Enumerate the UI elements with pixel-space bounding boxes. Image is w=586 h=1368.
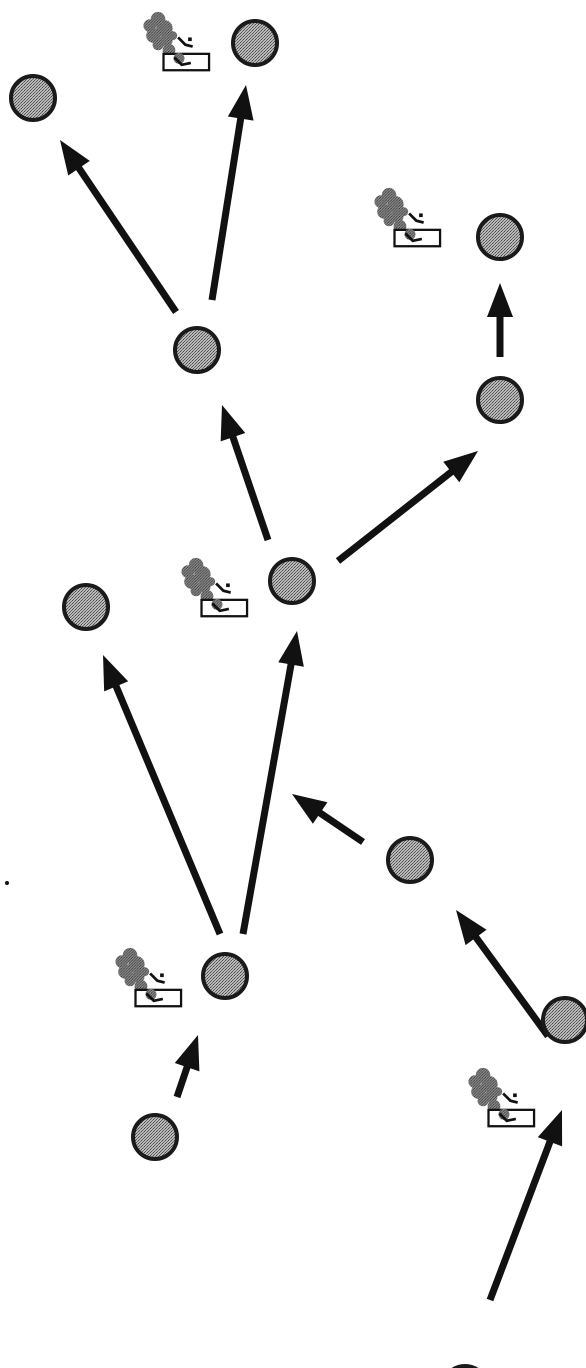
node-n11	[131, 1113, 179, 1161]
arrow-head	[227, 85, 254, 121]
arrow-shaft	[173, 1064, 192, 1099]
arrow-n5-to-n3	[487, 283, 513, 357]
arrow-shaft	[316, 809, 365, 845]
node-n7	[268, 557, 316, 605]
arrow-n9-to-n8	[456, 910, 551, 1039]
robot-at-computer-icon	[113, 946, 183, 1008]
arrow-n7-to-n4	[220, 405, 272, 542]
node-n5	[476, 376, 524, 424]
arrow-shaft	[229, 434, 272, 542]
arrow-head	[537, 1110, 563, 1147]
arrow-head	[487, 283, 513, 317]
stray-dot	[5, 881, 9, 885]
robot-at-computer-icon	[372, 186, 442, 248]
arrow-n11-to-n10	[173, 1035, 200, 1099]
node-n4	[173, 326, 221, 374]
node-n2	[231, 19, 279, 67]
node-n1	[9, 74, 57, 122]
arrow-shaft	[239, 661, 295, 935]
arrow-n7-to-n5	[335, 451, 478, 564]
arrow-n10-to-n6	[103, 655, 224, 936]
arrow-head	[220, 405, 246, 442]
arrow-head	[174, 1035, 200, 1072]
arrow-head	[443, 451, 478, 483]
arrow-head	[456, 910, 487, 946]
arrow-n4-to-n2	[208, 85, 254, 301]
arrow-head	[60, 140, 90, 176]
node-n3	[476, 213, 524, 261]
edges-layer	[60, 85, 563, 1302]
arrow-shaft	[335, 468, 456, 564]
arrow-n4-to-n1	[60, 140, 179, 314]
robot-at-computer-icon	[179, 556, 249, 618]
arrow-head	[292, 794, 328, 824]
arrow-head	[103, 655, 129, 692]
markers-layer	[113, 10, 536, 1128]
robot-at-computer-icon	[141, 10, 211, 72]
node-n9	[541, 996, 586, 1044]
robot-at-computer-icon	[466, 1066, 536, 1128]
arrow-n12-to-n9	[486, 1110, 563, 1302]
arrow-head	[278, 631, 304, 667]
arrow-shaft	[112, 683, 224, 936]
arrow-shaft	[472, 933, 551, 1039]
arrow-n8-to-n7	[292, 794, 365, 845]
nodes-layer	[9, 19, 586, 1368]
node-n8	[386, 836, 434, 884]
arrow-shaft	[74, 164, 179, 314]
arrow-shaft	[486, 1138, 554, 1302]
arrow-shaft	[208, 116, 245, 301]
node-n10	[201, 952, 249, 1000]
arrow-n10-to-n7	[239, 631, 304, 935]
node-n6	[62, 583, 110, 631]
